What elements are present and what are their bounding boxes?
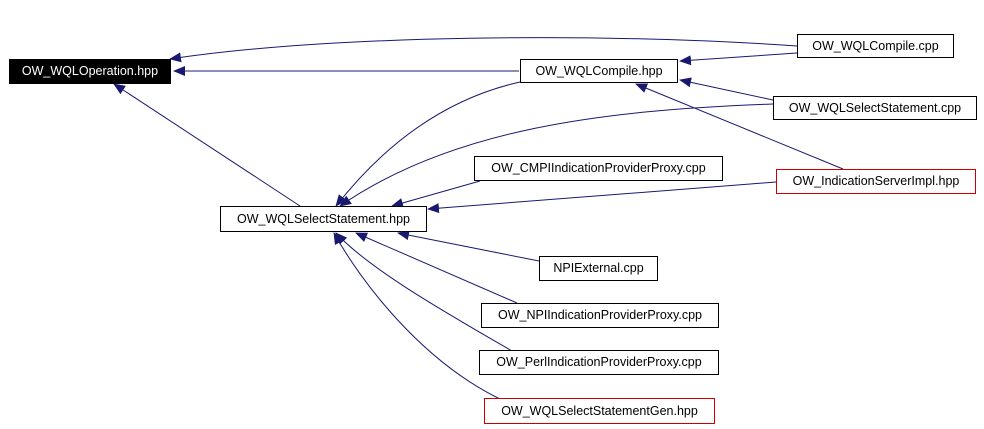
- node-label: OW_WQLOperation.hpp: [21, 64, 159, 79]
- node-label: NPIExternal.cpp: [553, 261, 644, 276]
- node-wql-select-statement-hpp[interactable]: OW_WQLSelectStatement.hpp: [220, 206, 427, 232]
- edge-selectstatementgen-to-wqlselectstatement-hpp: [333, 232, 501, 400]
- edge-npi-proxy-to-wqlselectstatement-hpp: [355, 232, 518, 304]
- edge-npiexternal-to-wqlselectstatement-hpp: [397, 230, 540, 262]
- edge-wqlselectstatement-cpp-to-wqlselectstatement-hpp: [339, 103, 774, 207]
- edge-wqlcompile-cpp-to-wqloperation: [169, 37, 798, 63]
- node-label: OW_WQLCompile.hpp: [535, 63, 663, 78]
- edge-indicationserverimpl-to-wqlselectstatement-hpp: [427, 181, 777, 214]
- node-npi-external-cpp[interactable]: NPIExternal.cpp: [539, 256, 658, 281]
- edge-cmpi-proxy-to-wqlselectstatement-hpp: [391, 180, 481, 208]
- edge-wqlcompile-cpp-to-wqlcompile-hpp: [679, 52, 798, 66]
- node-perl-indication-provider-proxy-cpp[interactable]: OW_PerlIndicationProviderProxy.cpp: [479, 350, 719, 375]
- node-label: OW_WQLSelectStatementGen.hpp: [501, 403, 698, 418]
- node-label: OW_NPIIndicationProviderProxy.cpp: [497, 308, 703, 323]
- node-wql-compile-hpp[interactable]: OW_WQLCompile.hpp: [520, 59, 678, 83]
- node-label: OW_WQLCompile.cpp: [812, 38, 939, 53]
- node-wql-select-statement-gen-hpp[interactable]: OW_WQLSelectStatementGen.hpp: [484, 398, 715, 424]
- node-wql-operation-hpp: OW_WQLOperation.hpp: [9, 59, 171, 84]
- edge-wqlcompile-hpp-to-wqlselectstatement-hpp: [335, 81, 521, 207]
- edge-wqlselectstatement-cpp-to-wqlcompile-hpp: [679, 77, 774, 101]
- node-label: OW_WQLSelectStatement.cpp: [788, 100, 962, 115]
- node-npi-indication-provider-proxy-cpp[interactable]: OW_NPIIndicationProviderProxy.cpp: [481, 303, 719, 328]
- edge-perl-proxy-to-wqlselectstatement-hpp: [335, 232, 513, 352]
- node-indication-server-impl-hpp[interactable]: OW_IndicationServerImpl.hpp: [776, 169, 976, 194]
- node-label: OW_CMPIIndicationProviderProxy.cpp: [491, 161, 706, 176]
- node-label: OW_IndicationServerImpl.hpp: [792, 174, 960, 189]
- node-label: OW_PerlIndicationProviderProxy.cpp: [496, 355, 702, 370]
- node-cmpi-indication-provider-proxy-cpp[interactable]: OW_CMPIIndicationProviderProxy.cpp: [474, 156, 723, 181]
- node-wql-compile-cpp[interactable]: OW_WQLCompile.cpp: [797, 34, 954, 58]
- node-label: OW_WQLSelectStatement.hpp: [237, 211, 410, 226]
- edge-wqlselectstatement-hpp-to-wqloperation: [113, 83, 301, 207]
- node-wql-select-statement-cpp[interactable]: OW_WQLSelectStatement.cpp: [773, 96, 977, 120]
- edge-indicationserverimpl-to-wqlcompile-hpp: [635, 83, 844, 170]
